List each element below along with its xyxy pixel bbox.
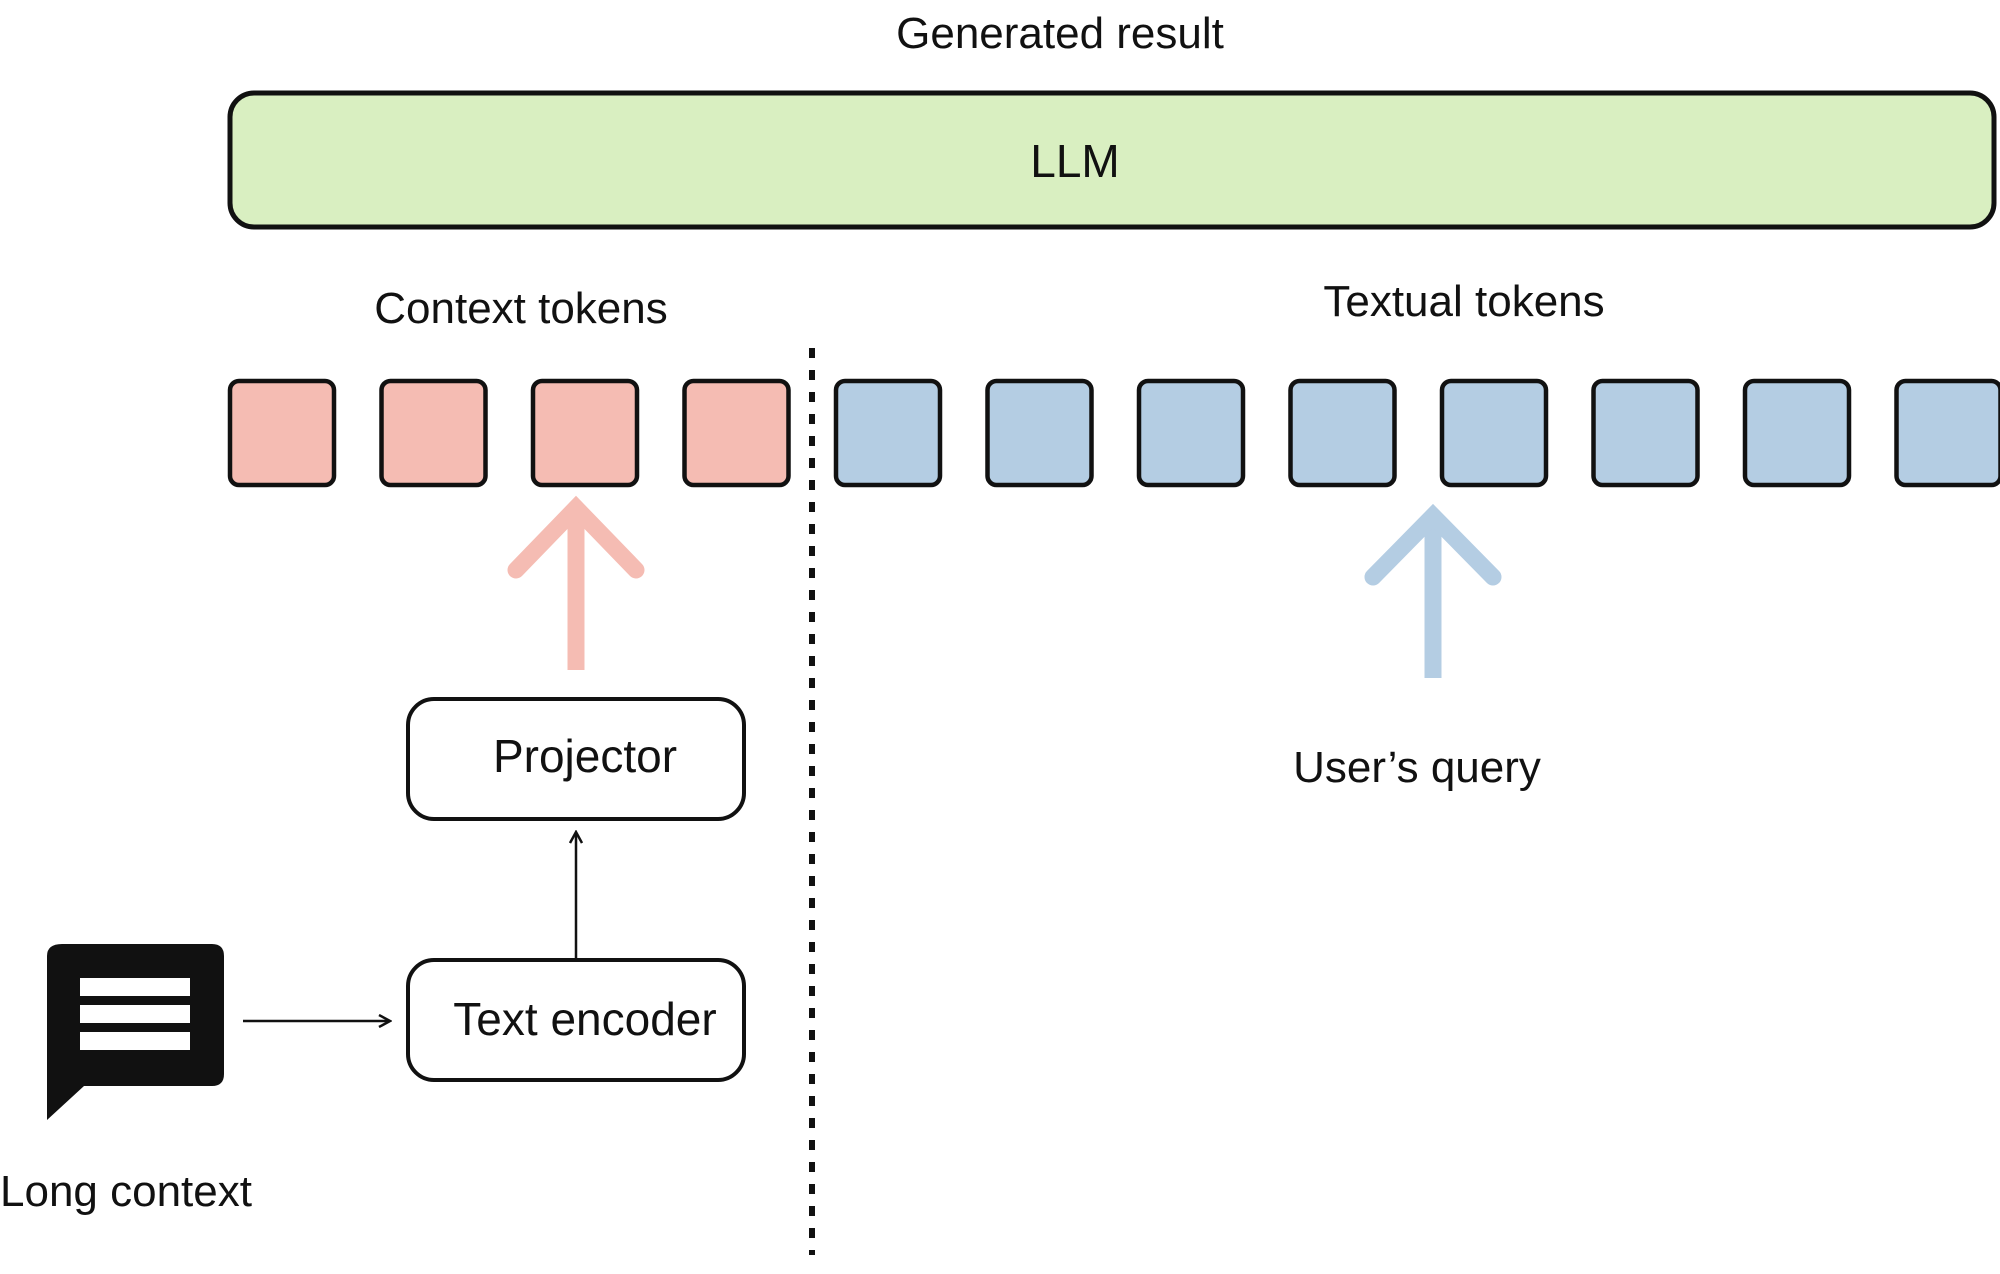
context-token (682, 378, 791, 488)
message-lines-icon (47, 944, 224, 1120)
textual-token (1439, 378, 1549, 488)
context-token (227, 378, 337, 488)
textual-token (985, 378, 1094, 488)
textual-token-row (833, 378, 2000, 488)
context-tokens-label: Context tokens (374, 284, 668, 333)
long-context-label: Long context (0, 1167, 252, 1216)
textual-token (1591, 378, 1700, 488)
context-token (379, 378, 488, 488)
textual-tokens-label: Textual tokens (1323, 277, 1605, 326)
textual-arrow (1364, 503, 1502, 678)
text-encoder-box (406, 958, 746, 1082)
llm-block (227, 90, 1997, 230)
textual-token (1894, 378, 2000, 488)
textual-token (1742, 378, 1852, 488)
context-token (530, 378, 640, 488)
textual-token (1136, 378, 1246, 488)
context-arrow (507, 495, 645, 670)
llm-label: LLM (1030, 135, 1120, 187)
generated-result-label: Generated result (896, 9, 1224, 58)
users-query-label: User’s query (1293, 743, 1541, 792)
text-encoder-label: Text encoder (453, 993, 717, 1045)
projector-box (406, 697, 746, 821)
projector-label: Projector (492, 730, 678, 782)
textual-token (1288, 378, 1397, 488)
context-token-row (227, 378, 791, 488)
textual-token (833, 378, 943, 488)
